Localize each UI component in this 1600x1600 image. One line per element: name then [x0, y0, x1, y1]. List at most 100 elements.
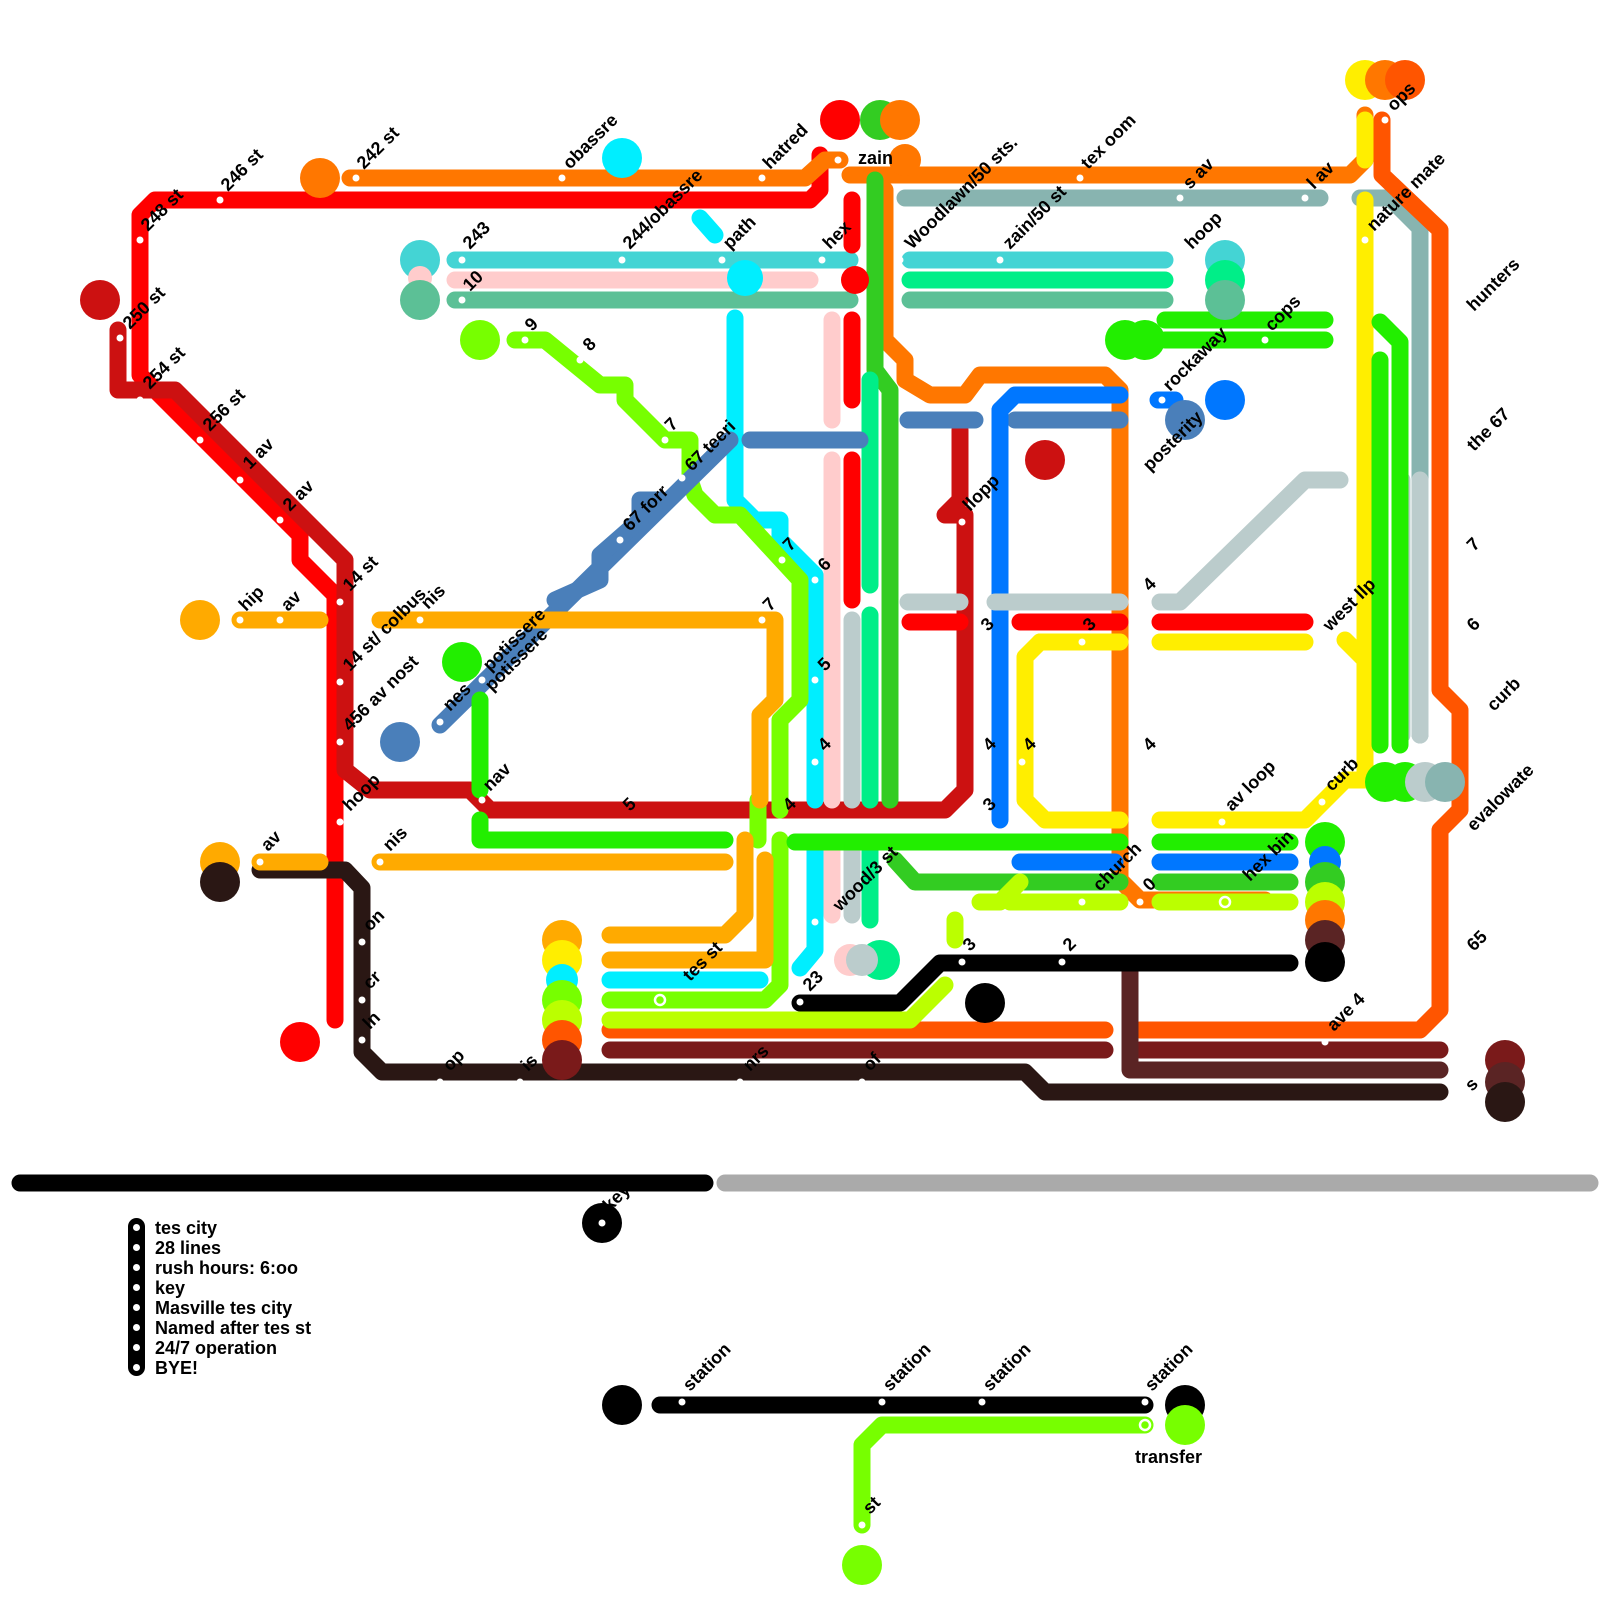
station-dot[interactable] — [377, 859, 384, 866]
station-dot[interactable] — [1142, 1399, 1149, 1406]
station-dot[interactable] — [1139, 599, 1146, 606]
legend-item: Masville tes city — [128, 1298, 428, 1318]
station-dot[interactable] — [1019, 759, 1026, 766]
station-dot[interactable] — [979, 1399, 986, 1406]
line-bullet — [200, 862, 240, 902]
station-dot[interactable] — [719, 257, 726, 264]
station-dot[interactable] — [812, 919, 819, 926]
station-dot[interactable] — [437, 1079, 444, 1086]
station-dot[interactable] — [1177, 195, 1184, 202]
station-dot[interactable] — [812, 577, 819, 584]
station-label: evalowate — [1463, 760, 1538, 835]
station-dot[interactable] — [759, 175, 766, 182]
station-dot[interactable] — [1079, 899, 1086, 906]
station-dot[interactable] — [737, 1079, 744, 1086]
station-dot[interactable] — [1302, 195, 1309, 202]
station-dot[interactable] — [1362, 237, 1369, 244]
station-dot[interactable] — [559, 175, 566, 182]
station-dot[interactable] — [797, 999, 804, 1006]
station-dot[interactable] — [897, 257, 904, 264]
station-dot[interactable] — [337, 679, 344, 686]
station-dot[interactable] — [777, 819, 784, 826]
station-dot[interactable] — [1462, 317, 1469, 324]
station-dot[interactable] — [679, 1399, 686, 1406]
station-dot[interactable] — [1462, 1099, 1469, 1106]
station-dot[interactable] — [1079, 639, 1086, 646]
station-dot[interactable] — [617, 537, 624, 544]
station-dot[interactable] — [1182, 257, 1189, 264]
station-dot[interactable] — [359, 997, 366, 1004]
line-bullet — [602, 138, 642, 178]
station-dot[interactable] — [779, 557, 786, 564]
station-dot[interactable] — [979, 819, 986, 826]
station-dot[interactable] — [1059, 959, 1066, 966]
station-dot[interactable] — [1482, 719, 1489, 726]
station-dot[interactable] — [337, 819, 344, 826]
station-dot[interactable] — [679, 475, 686, 482]
station-label: 7 — [1463, 534, 1484, 555]
station-label: curb — [1483, 673, 1525, 715]
station-dot[interactable] — [197, 437, 204, 444]
station-dot[interactable] — [1382, 117, 1389, 124]
station-dot[interactable] — [522, 337, 529, 344]
station-dot[interactable] — [1322, 1039, 1329, 1046]
station-dot[interactable] — [1139, 759, 1146, 766]
station-dot[interactable] — [459, 297, 466, 304]
station-dot[interactable] — [237, 477, 244, 484]
station-dot[interactable] — [835, 157, 842, 164]
station-dot[interactable] — [599, 1220, 606, 1227]
station-dot[interactable] — [337, 739, 344, 746]
station-dot[interactable] — [979, 639, 986, 646]
station-dot[interactable] — [337, 599, 344, 606]
station-dot[interactable] — [979, 759, 986, 766]
station-dot[interactable] — [117, 335, 124, 342]
station-dot[interactable] — [237, 617, 244, 624]
station-dot[interactable] — [619, 257, 626, 264]
line-bullet — [1205, 380, 1245, 420]
station-dot[interactable] — [1077, 175, 1084, 182]
station-label: 4 — [1139, 734, 1160, 755]
station-dot[interactable] — [812, 759, 819, 766]
station-dot[interactable] — [1462, 959, 1469, 966]
station-label: 8 — [579, 334, 600, 355]
station-dot[interactable] — [217, 197, 224, 204]
station-dot[interactable] — [137, 237, 144, 244]
station-dot[interactable] — [1159, 397, 1166, 404]
station-dot[interactable] — [277, 517, 284, 524]
station-dot[interactable] — [417, 617, 424, 624]
station-dot[interactable] — [759, 617, 766, 624]
station-dot[interactable] — [879, 1399, 886, 1406]
station-dot[interactable] — [1462, 459, 1469, 466]
station-dot[interactable] — [1462, 839, 1469, 846]
legend-item: BYE! — [128, 1358, 428, 1378]
station-dot[interactable] — [959, 519, 966, 526]
station-dot[interactable] — [812, 677, 819, 684]
station-dot[interactable] — [619, 819, 626, 826]
station-dot[interactable] — [859, 1522, 866, 1529]
station-dot[interactable] — [819, 257, 826, 264]
station-dot[interactable] — [437, 719, 444, 726]
station-dot[interactable] — [1137, 899, 1144, 906]
station-dot[interactable] — [959, 959, 966, 966]
station-dot[interactable] — [359, 1037, 366, 1044]
station-dot[interactable] — [577, 357, 584, 364]
station-dot[interactable] — [517, 1079, 524, 1086]
station-dot[interactable] — [859, 1079, 866, 1086]
station-label: l av — [1303, 157, 1338, 192]
station-dot[interactable] — [353, 175, 360, 182]
station-dot[interactable] — [662, 437, 669, 444]
station-dot[interactable] — [459, 257, 466, 264]
station-dot[interactable] — [1462, 559, 1469, 566]
line-bullet — [180, 600, 220, 640]
station-dot[interactable] — [997, 257, 1004, 264]
station-dot[interactable] — [137, 397, 144, 404]
station-dot[interactable] — [1262, 337, 1269, 344]
station-dot[interactable] — [1319, 799, 1326, 806]
station-dot[interactable] — [257, 859, 264, 866]
station-dot[interactable] — [1137, 477, 1144, 484]
station-dot[interactable] — [479, 797, 486, 804]
station-dot[interactable] — [359, 939, 366, 946]
station-dot[interactable] — [1219, 819, 1226, 826]
station-dot[interactable] — [1462, 639, 1469, 646]
station-dot[interactable] — [277, 617, 284, 624]
